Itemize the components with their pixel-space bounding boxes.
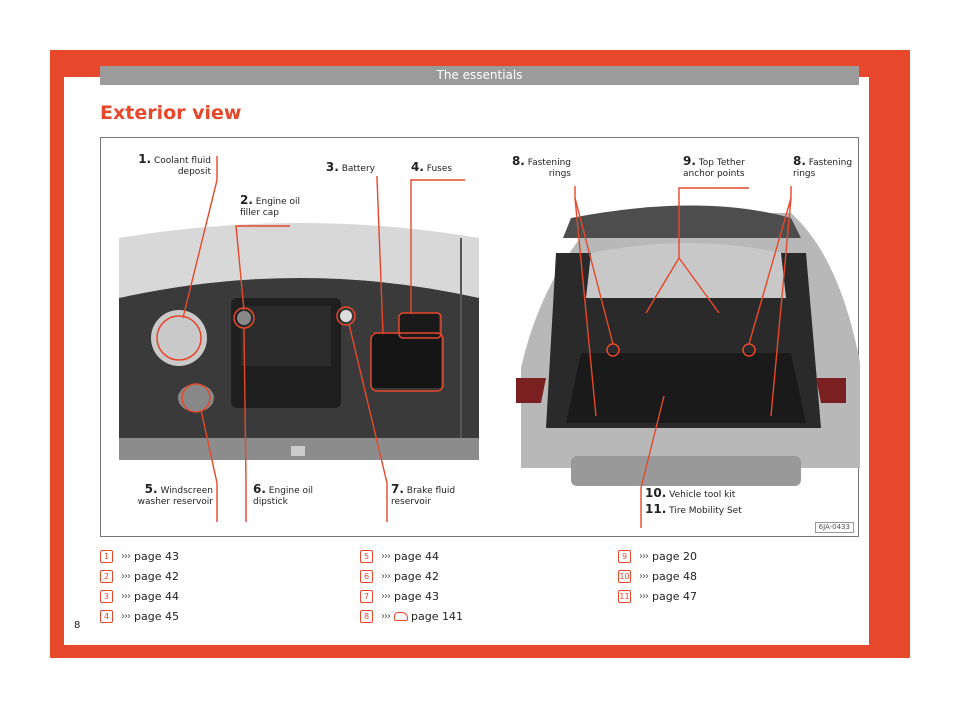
reference-item: 6›››page 42 <box>360 566 463 586</box>
label-top-tether: 9. Top Tether anchor points <box>683 154 745 179</box>
highlight-brake-fluid <box>336 306 356 326</box>
label-oil-cap: 2. Engine oil filler cap <box>240 193 301 218</box>
figure-illustration <box>119 156 860 528</box>
reference-link[interactable]: page 44 <box>134 589 179 603</box>
reference-link[interactable]: page 20 <box>652 549 697 563</box>
reference-link[interactable]: page 42 <box>394 569 439 583</box>
reference-link[interactable]: page 47 <box>652 589 697 603</box>
reference-item: 1›››page 43 <box>100 546 179 566</box>
label-tool-kit: 10. Vehicle tool kit <box>645 486 736 500</box>
reference-item: 4›››page 45 <box>100 606 179 626</box>
figure-code: 6JA-0433 <box>814 522 854 533</box>
leader-6 <box>243 327 247 522</box>
label-brake-fluid: 7. Brake fluid reservoir <box>391 482 456 507</box>
label-fuses: 4. Fuses <box>411 160 453 174</box>
leader-1 <box>182 156 218 319</box>
label-washer: 5. Windscreen washer reservoir <box>137 482 213 507</box>
reference-link[interactable]: page 43 <box>134 549 179 563</box>
reference-link[interactable]: page 48 <box>652 569 697 583</box>
label-tire-mobility: 11. Tire Mobility Set <box>645 502 742 516</box>
reference-item: 10›››page 48 <box>618 569 697 583</box>
leader-4 <box>410 179 465 314</box>
reference-item: 8›››page 141 <box>360 606 463 626</box>
section-header: The essentials <box>100 66 859 85</box>
leader-10 <box>640 395 665 528</box>
leader-5 <box>200 409 218 522</box>
reference-item: 5›››page 44 <box>360 546 463 566</box>
car-rear-image <box>516 205 860 486</box>
reference-column-2: 5›››page 44 6›››page 42 7›››page 43 8›››… <box>360 546 463 626</box>
leader-9b <box>678 257 720 314</box>
leader-9 <box>645 187 749 314</box>
reference-item: 7›››page 43 <box>360 586 463 606</box>
leader-8a-ring <box>574 197 614 345</box>
label-fastening-rings-right: 8. Fastening rings <box>793 154 853 179</box>
label-dipstick: 6. Engine oil dipstick <box>253 482 314 507</box>
reference-link[interactable]: page 43 <box>394 589 439 603</box>
leader-2 <box>235 225 290 311</box>
reference-item: 11›››page 47 <box>618 589 697 603</box>
car-icon <box>394 611 408 621</box>
reference-item: 3›››page 44 <box>100 586 179 606</box>
reference-link[interactable]: page 44 <box>394 549 439 563</box>
reference-link[interactable]: page 45 <box>134 609 179 623</box>
reference-item: 2›››page 42 <box>100 566 179 586</box>
reference-column-3: 9›››page 20 10›››page 48 11›››page 47 <box>618 546 697 606</box>
highlight-washer <box>181 383 211 413</box>
leader-8b-ring <box>748 197 792 345</box>
label-fastening-rings-left: 8. Fastening rings <box>511 154 571 179</box>
highlight-coolant <box>156 315 202 361</box>
reference-link[interactable]: page 42 <box>134 569 179 583</box>
page-title: Exterior view <box>100 102 242 124</box>
reference-column-1: 1›››page 43 2›››page 42 3›››page 44 4›››… <box>100 546 179 626</box>
leader-7 <box>348 323 388 522</box>
page-number: 8 <box>74 620 81 631</box>
label-battery: 3. Battery <box>325 160 375 174</box>
exterior-view-figure: 1. Coolant fluid deposit 2. Engine oil f… <box>100 137 860 537</box>
highlight-battery <box>370 332 444 392</box>
engine-bay-image <box>119 223 479 460</box>
highlight-fuses <box>398 312 442 339</box>
reference-link[interactable]: page 141 <box>411 609 463 623</box>
reference-item: 9›››page 20 <box>618 546 697 566</box>
leader-3 <box>376 176 384 335</box>
label-coolant: 1. Coolant fluid deposit <box>138 152 211 177</box>
